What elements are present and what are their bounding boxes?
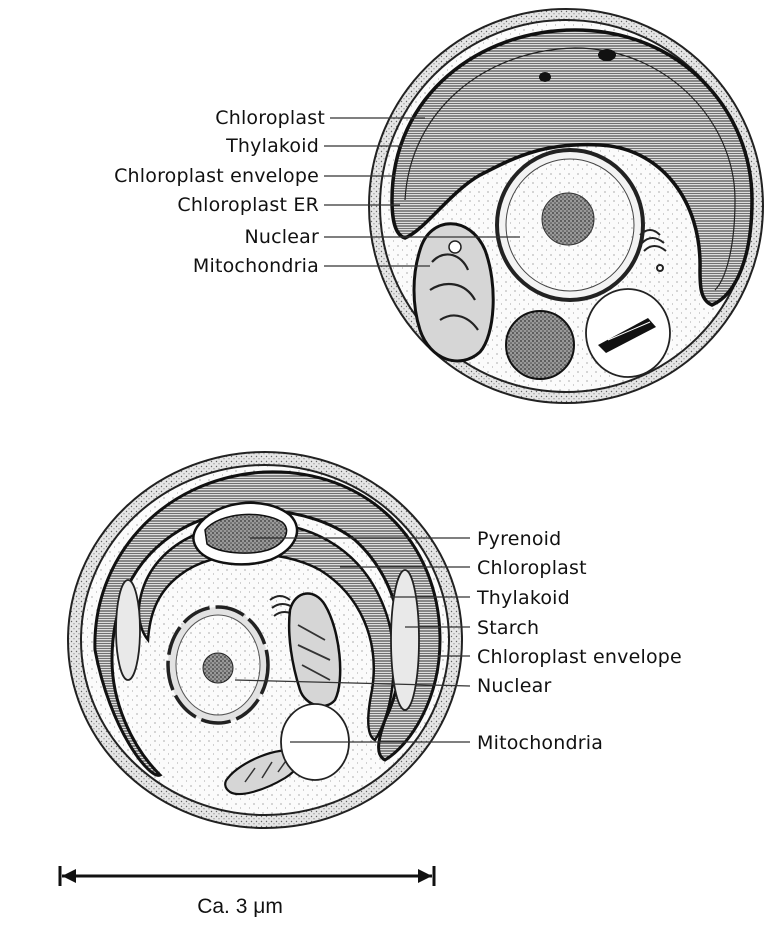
scale-bar: Ca. 3 μm bbox=[60, 866, 434, 918]
bottom-label-thylakoid: Thylakoid bbox=[476, 587, 570, 609]
top-chloroplast-dark-spot bbox=[539, 72, 551, 82]
bottom-starch bbox=[391, 570, 419, 710]
top-mitochondrion-vesicle bbox=[449, 241, 461, 253]
bottom-starch bbox=[116, 580, 140, 680]
top-dense-body bbox=[506, 311, 574, 379]
scale-bar-left-arrow bbox=[62, 869, 76, 883]
top-nucleolus bbox=[542, 193, 594, 245]
scale-bar-right-arrow bbox=[418, 869, 432, 883]
top-label-chloroplast: Chloroplast bbox=[215, 107, 325, 129]
bottom-pyrenoid-core bbox=[205, 514, 287, 553]
top-label-nuclear: Nuclear bbox=[244, 226, 319, 248]
top-label-mitochondria: Mitochondria bbox=[193, 255, 319, 277]
bottom-label-starch: Starch bbox=[477, 617, 539, 639]
bottom-nucleolus bbox=[203, 653, 233, 683]
top-chloroplast-dark-spot bbox=[598, 49, 616, 61]
top-label-chloroplast-envelope: Chloroplast envelope bbox=[114, 165, 319, 187]
top-cell: Chloroplast Thylakoid Chloroplast envelo… bbox=[114, 9, 763, 403]
bottom-label-chloroplast: Chloroplast bbox=[477, 557, 587, 579]
bottom-label-chloroplast-envelope: Chloroplast envelope bbox=[477, 646, 682, 668]
bottom-label-pyrenoid: Pyrenoid bbox=[477, 528, 561, 550]
bottom-cell: Pyrenoid Chloroplast Thylakoid Starch Ch… bbox=[68, 452, 682, 828]
top-label-chloroplast-er: Chloroplast ER bbox=[177, 194, 319, 216]
bottom-label-mitochondria: Mitochondria bbox=[477, 732, 603, 754]
scale-bar-label: Ca. 3 μm bbox=[197, 895, 283, 918]
bottom-label-nuclear: Nuclear bbox=[477, 675, 552, 697]
top-label-thylakoid: Thylakoid bbox=[225, 135, 319, 157]
